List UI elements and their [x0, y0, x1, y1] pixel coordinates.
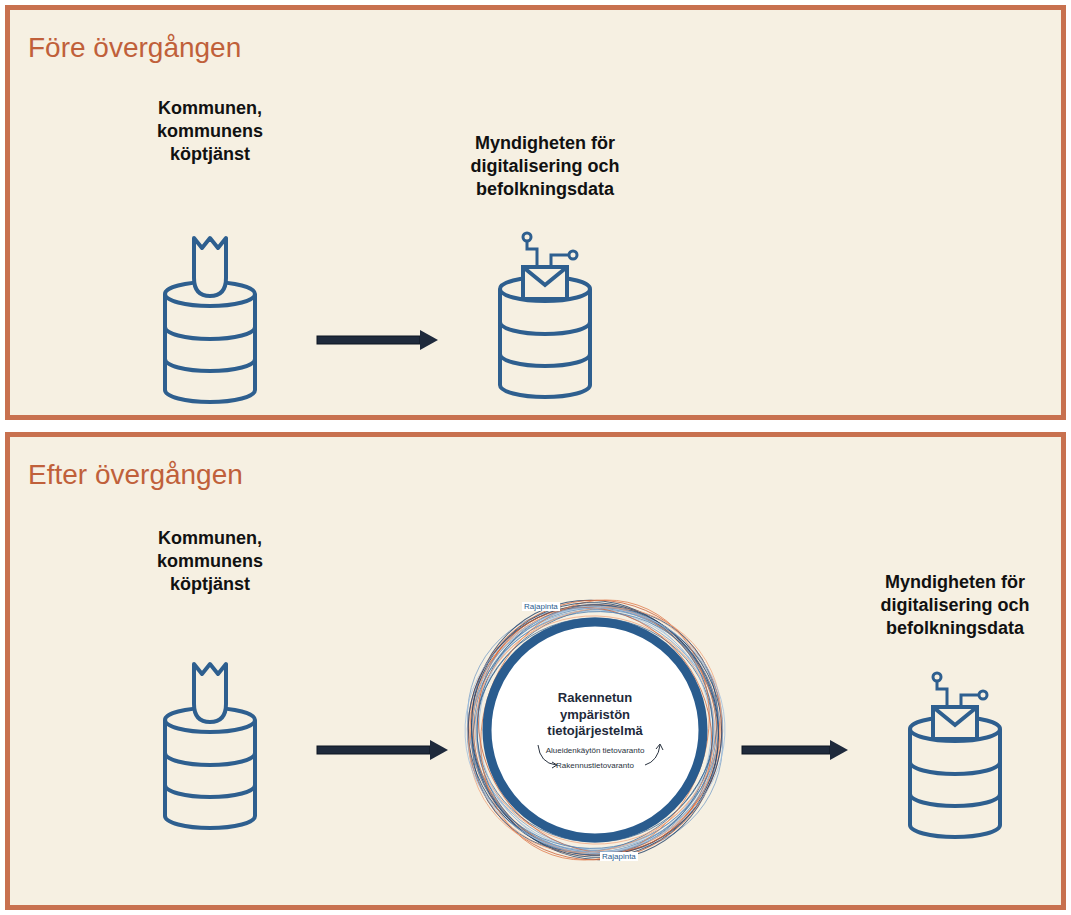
- data-resource: Alueidenkäytön tietovaranto: [546, 746, 645, 755]
- agency-database-icon: [485, 227, 605, 403]
- flow-arrow: [742, 740, 848, 760]
- node-label: Myndigheten för digitalisering och befol…: [450, 132, 640, 201]
- panel-heading: Efter övergången: [28, 459, 243, 491]
- data-resource: Rakennustietovaranto: [556, 761, 634, 770]
- node-label: Myndigheten för digitalisering och befol…: [860, 571, 1050, 640]
- stage-panel: Före övergångenKommunen, kommunens köptj…: [5, 5, 1066, 420]
- circle-content: Rakennetun ympäristön tietojärjestelmäAl…: [460, 595, 730, 865]
- database-node: Myndigheten för digitalisering och befol…: [450, 132, 640, 403]
- municipal-database-icon: [150, 232, 270, 408]
- interface-label: Rajapinta: [522, 602, 560, 611]
- municipal-database-icon: [150, 658, 270, 834]
- panel-heading: Före övergången: [28, 32, 241, 64]
- database-node: Myndigheten för digitalisering och befol…: [860, 571, 1050, 843]
- database-node: Kommunen, kommunens köptjänst: [115, 527, 305, 834]
- system-title: Rakennetun ympäristön tietojärjestelmä: [530, 690, 660, 741]
- database-node: Kommunen, kommunens köptjänst: [115, 97, 305, 408]
- interface-label: Rajapinta: [600, 852, 638, 861]
- node-label: Kommunen, kommunens köptjänst: [115, 527, 305, 596]
- flow-arrow: [317, 740, 448, 760]
- system-circle: Rakennetun ympäristön tietojärjestelmäAl…: [460, 595, 730, 865]
- flow-arrow: [317, 330, 438, 350]
- agency-database-icon: [895, 667, 1015, 843]
- stage-panel: Efter övergångenKommunen, kommunens köpt…: [5, 432, 1066, 910]
- node-label: Kommunen, kommunens köptjänst: [115, 97, 305, 166]
